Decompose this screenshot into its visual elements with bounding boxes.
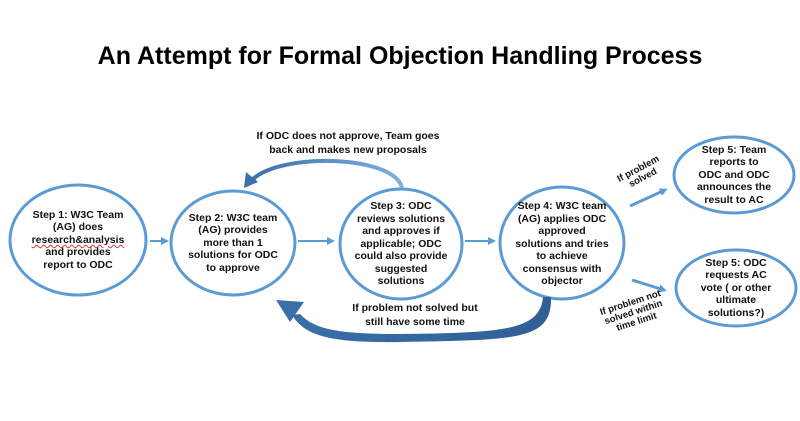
step5a-text: Step 5: Team reports to ODC and ODC anno… — [696, 143, 772, 206]
bottom-curved-arrowhead — [276, 300, 304, 322]
step5b-text: Step 5: ODC requests AC vote ( or other … — [700, 256, 772, 319]
step1-ellipse — [8, 183, 148, 297]
step4-ellipse — [498, 185, 626, 301]
arrow-4-to-5b — [631, 278, 667, 293]
step2-text: Step 2: W3C team (AG) provides more than… — [188, 211, 278, 274]
bottom-loop-note: If problem not solved but still have som… — [352, 302, 478, 328]
top-curved-arrow — [250, 159, 404, 189]
arrow-4-to-5a — [629, 188, 668, 208]
step4-text: Step 4: W3C team (AG) applies ODC approv… — [515, 200, 609, 288]
page-title: An Attempt for Formal Objection Handling… — [97, 42, 703, 70]
step3-text: Step 3: ODC reviews solutions and approv… — [354, 200, 448, 288]
step1-text: Step 1: W3C Team (AG) does research&anal… — [31, 208, 125, 271]
step5a-ellipse — [672, 135, 796, 215]
top-loop-note: If ODC does not approve, Team goes back … — [256, 130, 440, 156]
step5b-ellipse — [674, 248, 798, 328]
step3-ellipse — [338, 187, 464, 301]
top-curved-arrowhead — [244, 172, 258, 188]
step2-ellipse — [169, 189, 297, 297]
